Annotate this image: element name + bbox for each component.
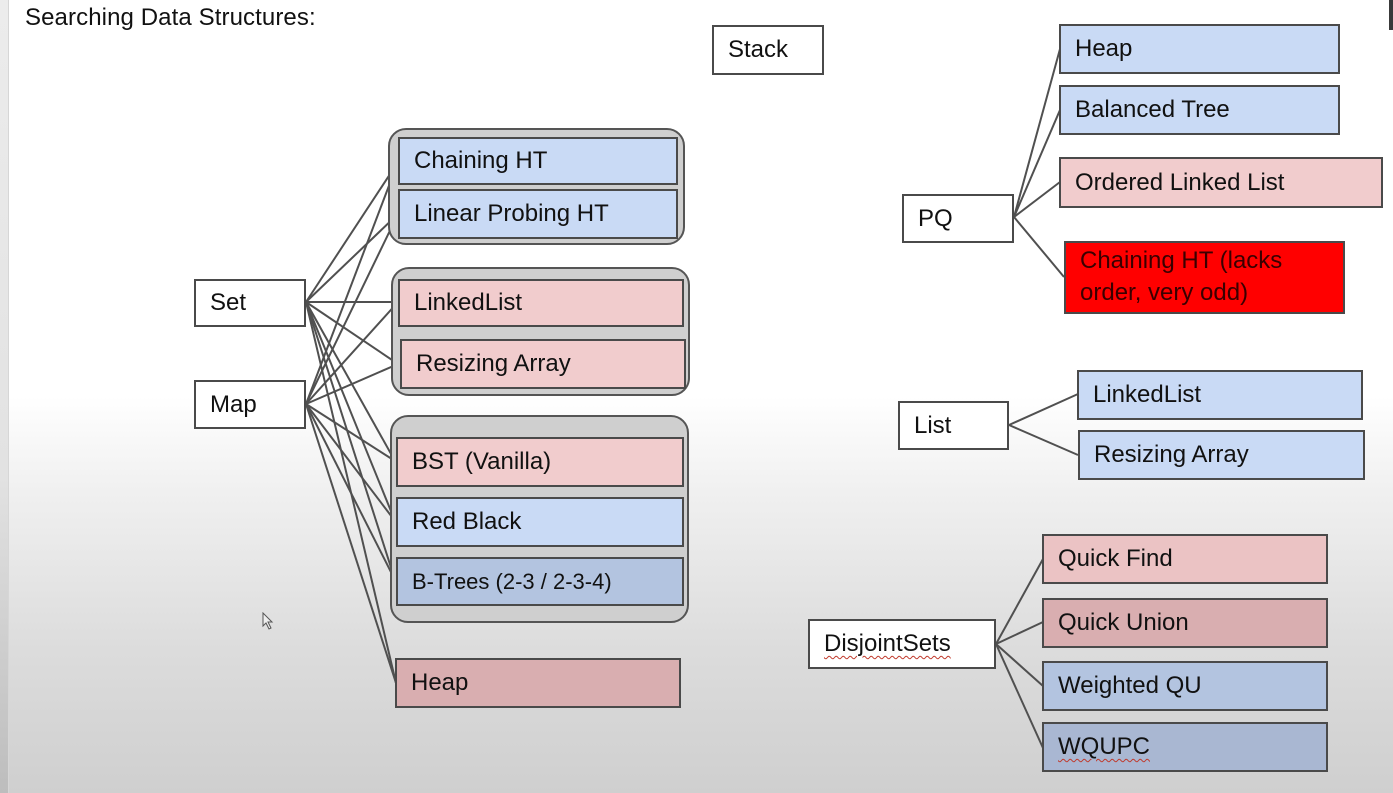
set-label: Set (210, 289, 247, 316)
map-node: Map (194, 380, 306, 429)
list-label: List (914, 411, 952, 439)
slide-title: Searching Data Structures: (25, 4, 316, 31)
map-label: Map (210, 390, 257, 418)
resizing-array-label: Resizing Array (416, 350, 571, 377)
pq-balanced-tree-label: Balanced Tree (1075, 96, 1230, 123)
list-linkedlist-node: LinkedList (1077, 370, 1363, 420)
quick-union-label: Quick Union (1058, 609, 1189, 636)
edge-map-resizing-array (305, 363, 399, 405)
linkedlist-node: LinkedList (398, 279, 684, 327)
list-node: List (898, 401, 1009, 450)
pq-heap-label: Heap (1075, 35, 1133, 62)
edge-set-heap (305, 301, 397, 684)
bst-vanilla-node: BST (Vanilla) (396, 437, 684, 487)
edge-map-red-black (305, 403, 396, 522)
quick-find-node: Quick Find (1042, 534, 1328, 584)
edge-set-linear-probing-ht (305, 213, 399, 303)
red-black-label: Red Black (412, 508, 522, 535)
pq-balanced-tree-node: Balanced Tree (1059, 85, 1340, 135)
pq-ordered-linked-list-label: Ordered Linked List (1075, 168, 1285, 196)
edge-map-chaining-ht (305, 161, 399, 405)
btrees-node: B-Trees (2-3 / 2-3-4) (396, 557, 684, 606)
wqupc-node: WQUPC (1042, 722, 1328, 772)
linear-probing-ht-node: Linear Probing HT (398, 189, 678, 239)
chaining-ht-node: Chaining HT (398, 137, 678, 185)
edge-pq-balanced-tree (1013, 109, 1061, 218)
stack-label: Stack (728, 36, 789, 63)
list-resizing-array-label: Resizing Array (1094, 441, 1249, 468)
pq-heap-node: Heap (1059, 24, 1340, 74)
edge-map-heap (305, 403, 397, 684)
red-black-node: Red Black (396, 497, 684, 547)
set-node: Set (194, 279, 306, 327)
wqupc-label: WQUPC (1058, 733, 1150, 760)
edge-list-linkedlist (1008, 393, 1079, 426)
edge-set-chaining-ht (305, 161, 399, 303)
edge-pq-ordered-linked-list (1013, 181, 1061, 218)
slide-edge (0, 0, 9, 793)
pq-chaining-ht-label: Chaining HT (lacks order, very odd) (1080, 247, 1283, 306)
edge-list-resizing-array (1008, 424, 1079, 456)
bst-vanilla-label: BST (Vanilla) (412, 448, 552, 475)
edge-map-linkedlist (305, 301, 399, 405)
edge-ds-wqupc (995, 643, 1044, 749)
edge-set-btrees (305, 301, 396, 581)
edge-map-linear-probing-ht (305, 213, 399, 405)
edge-set-bst (305, 301, 396, 462)
edge-ds-quick-find (995, 558, 1044, 645)
window-edge (1389, 0, 1393, 30)
resizing-array-node: Resizing Array (400, 339, 686, 389)
edge-pq-heap (1013, 48, 1061, 218)
pq-label: PQ (918, 204, 953, 232)
list-resizing-array-node: Resizing Array (1078, 430, 1365, 480)
mouse-cursor-icon (262, 612, 274, 630)
pq-chaining-ht-node: Chaining HT (lacks order, very odd) (1064, 241, 1345, 314)
linear-probing-ht-label: Linear Probing HT (414, 200, 609, 227)
quick-union-node: Quick Union (1042, 598, 1328, 648)
disjoint-sets-label: DisjointSets (824, 630, 951, 657)
edge-ds-quick-union (995, 621, 1044, 645)
edge-ds-weighted-qu (995, 643, 1044, 687)
weighted-qu-node: Weighted QU (1042, 661, 1328, 711)
quick-find-label: Quick Find (1058, 545, 1173, 572)
linkedlist-label: LinkedList (414, 289, 523, 316)
edge-map-btrees (305, 403, 396, 581)
pq-ordered-linked-list-node: Ordered Linked List (1059, 157, 1383, 208)
set-map-heap-label: Heap (411, 669, 469, 696)
disjoint-sets-node: DisjointSets (808, 619, 996, 669)
pq-node: PQ (902, 194, 1014, 243)
set-map-heap-node: Heap (395, 658, 681, 708)
list-linkedlist-label: LinkedList (1093, 381, 1202, 408)
weighted-qu-label: Weighted QU (1058, 672, 1202, 699)
stack-node: Stack (712, 25, 824, 75)
edge-set-resizing-array (305, 301, 399, 365)
edge-set-red-black (305, 301, 396, 522)
btrees-label: B-Trees (2-3 / 2-3-4) (412, 568, 612, 594)
chaining-ht-label: Chaining HT (414, 147, 548, 174)
edge-map-bst (305, 403, 396, 462)
edge-pq-chaining-ht (1013, 216, 1065, 278)
